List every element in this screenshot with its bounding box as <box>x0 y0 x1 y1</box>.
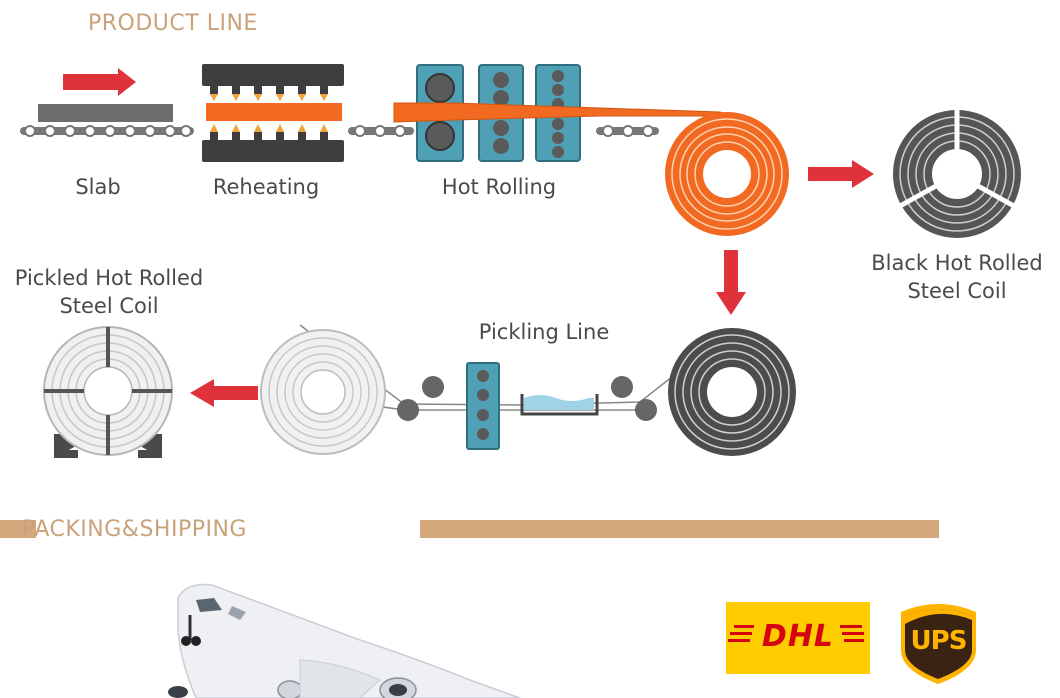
hot-coil-icon <box>665 112 789 236</box>
packing-shipping-title: PACKING&SHIPPING <box>22 517 247 542</box>
airplane-icon <box>168 583 521 698</box>
label-black-coil: Black Hot Rolled Steel Coil <box>862 249 1052 305</box>
label-pickled-coil: Pickled Hot Rolled Steel Coil <box>4 264 214 320</box>
black-coil-icon <box>893 110 1021 238</box>
pickled-coil-icon <box>43 326 173 458</box>
pickling-tank-icon <box>520 394 599 416</box>
ups-logo <box>901 604 976 684</box>
furnace-icon <box>202 64 344 162</box>
arrow-down <box>716 250 746 315</box>
title-bar-right <box>420 520 939 538</box>
label-pickling-line: Pickling Line <box>478 320 610 344</box>
slab-icon <box>20 68 194 137</box>
dhl-logo <box>726 602 870 674</box>
label-slab: Slab <box>75 175 121 199</box>
label-hot-rolling: Hot Rolling <box>441 175 557 199</box>
product-line-title: PRODUCT LINE <box>88 11 258 36</box>
title-bar-left <box>0 520 36 538</box>
pickled-output-coil-icon <box>260 329 386 455</box>
label-black-coil-line1: Black Hot Rolled <box>871 251 1043 275</box>
label-black-coil-line2: Steel Coil <box>907 279 1007 303</box>
label-pickled-coil-line2: Steel Coil <box>59 294 159 318</box>
label-pickled-coil-line1: Pickled Hot Rolled <box>14 266 204 290</box>
dhl-logo-text: DHL <box>761 619 835 654</box>
pickling-input-coil-icon <box>668 328 796 456</box>
arrow-right-1 <box>808 160 874 188</box>
ups-logo-text: UPS <box>910 626 968 656</box>
label-reheating: Reheating <box>212 175 320 199</box>
arrow-left <box>190 379 258 407</box>
conveyor-chain <box>348 125 659 137</box>
